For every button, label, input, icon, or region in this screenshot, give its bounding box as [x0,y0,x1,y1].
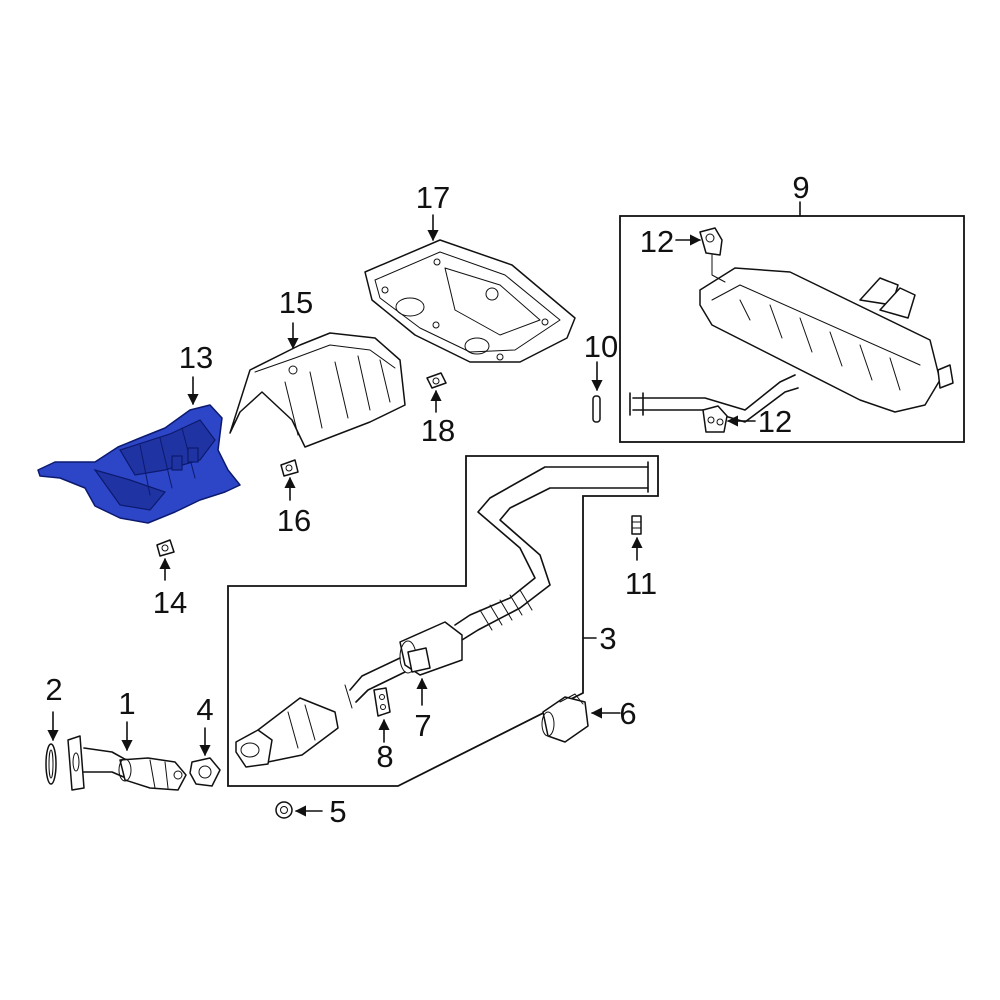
callout-1: 1 [118,686,135,721]
nut-5[interactable] [275,801,293,819]
center-pipe-3[interactable] [235,461,649,768]
callout-15: 15 [279,285,313,320]
clamp-6[interactable] [541,693,589,743]
heat-shield-13-highlighted[interactable] [37,404,241,524]
gasket-2[interactable] [45,743,57,785]
front-pipe-1[interactable] [67,735,187,791]
center-pipe-group-frame [227,455,659,787]
callout-12-lower: 12 [758,404,792,439]
callout-12-upper: 12 [640,224,674,259]
callout-16: 16 [277,503,311,538]
callout-8: 8 [376,739,393,774]
clip-11[interactable] [631,515,642,535]
callout-11: 11 [625,566,657,601]
nut-14[interactable] [156,539,175,557]
muffler-9[interactable] [629,267,954,423]
leader-lines [47,201,801,817]
hanger-12-lower[interactable] [702,405,728,433]
callout-7: 7 [414,708,431,743]
hanger-8[interactable] [373,687,391,717]
callout-6: 6 [619,696,636,731]
muffler-group-box [619,215,965,443]
gasket-4[interactable] [189,757,221,787]
callout-18: 18 [421,413,455,448]
callout-17: 17 [416,180,450,215]
hanger-12-upper[interactable] [699,227,726,283]
bracket-7[interactable] [407,647,431,673]
callout-5: 5 [329,794,346,829]
heat-shield-17[interactable] [364,239,576,363]
callout-10: 10 [584,329,618,364]
heat-shield-15[interactable] [229,332,406,448]
callout-14: 14 [153,585,187,620]
callout-9: 9 [792,170,809,205]
nut-16[interactable] [280,459,299,477]
nut-18[interactable] [426,372,447,389]
callout-13: 13 [179,340,213,375]
callout-4: 4 [196,692,213,727]
callout-2: 2 [45,672,62,707]
callout-3: 3 [599,621,616,656]
gasket-10[interactable] [592,395,601,423]
